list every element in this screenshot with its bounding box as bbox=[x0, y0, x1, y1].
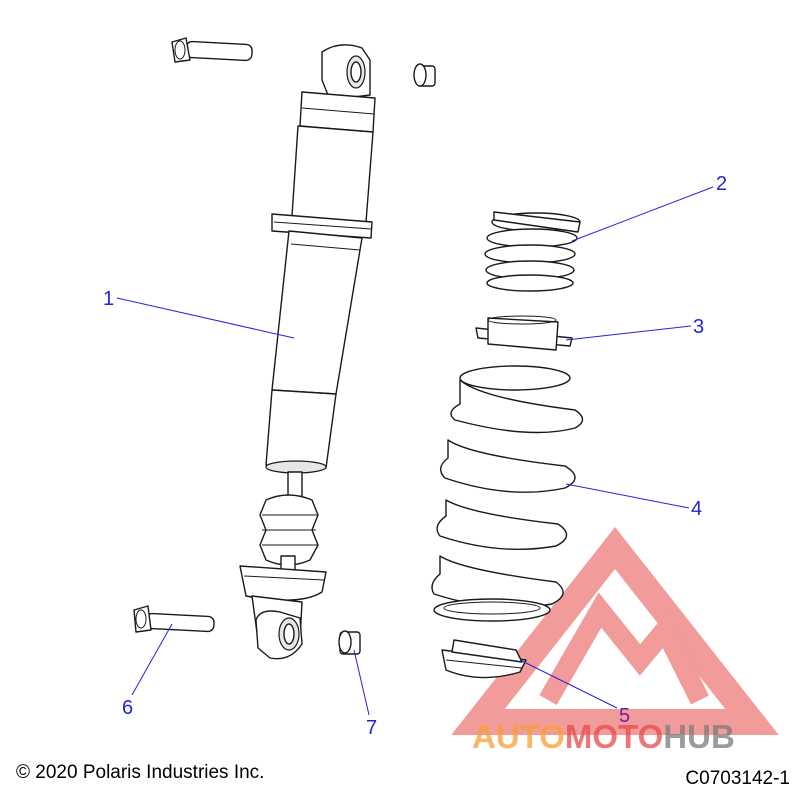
callout-5: 5 bbox=[619, 705, 630, 727]
upper-mounting-bolt bbox=[171, 37, 253, 63]
tender-spring bbox=[484, 211, 581, 292]
callout-7: 7 bbox=[366, 717, 377, 739]
watermark-auto: AUTO bbox=[472, 718, 565, 755]
callout-3: 3 bbox=[693, 316, 704, 338]
spring-adapter bbox=[475, 315, 573, 351]
leader-7 bbox=[353, 649, 370, 716]
callout-6: 6 bbox=[122, 697, 133, 719]
leader-6 bbox=[131, 623, 173, 696]
lower-mounting-bolt bbox=[133, 605, 215, 633]
leader-3 bbox=[565, 325, 692, 341]
upper-bushing bbox=[413, 63, 436, 87]
watermark-moto: MOTO bbox=[565, 718, 663, 755]
callout-4: 4 bbox=[691, 498, 702, 520]
leader-lines bbox=[116, 186, 714, 716]
leader-4 bbox=[565, 483, 690, 509]
shock-absorber bbox=[239, 44, 376, 660]
leader-2 bbox=[571, 186, 714, 242]
drawing-number: C0703142-1 bbox=[685, 768, 790, 789]
callout-2: 2 bbox=[716, 173, 727, 195]
watermark-hub: HUB bbox=[663, 718, 735, 755]
automotohub-logo bbox=[451, 526, 779, 735]
spring-retainer bbox=[441, 639, 527, 679]
callout-1: 1 bbox=[103, 288, 114, 310]
leader-1 bbox=[116, 297, 295, 339]
callout-labels: 1 2 3 4 5 6 7 bbox=[103, 173, 727, 739]
leader-5 bbox=[519, 659, 618, 709]
lower-bushing bbox=[338, 630, 361, 655]
watermark-text: AUTOMOTOHUB bbox=[472, 718, 735, 755]
main-spring bbox=[431, 365, 584, 622]
copyright-notice: © 2020 Polaris Industries Inc. bbox=[16, 762, 264, 783]
